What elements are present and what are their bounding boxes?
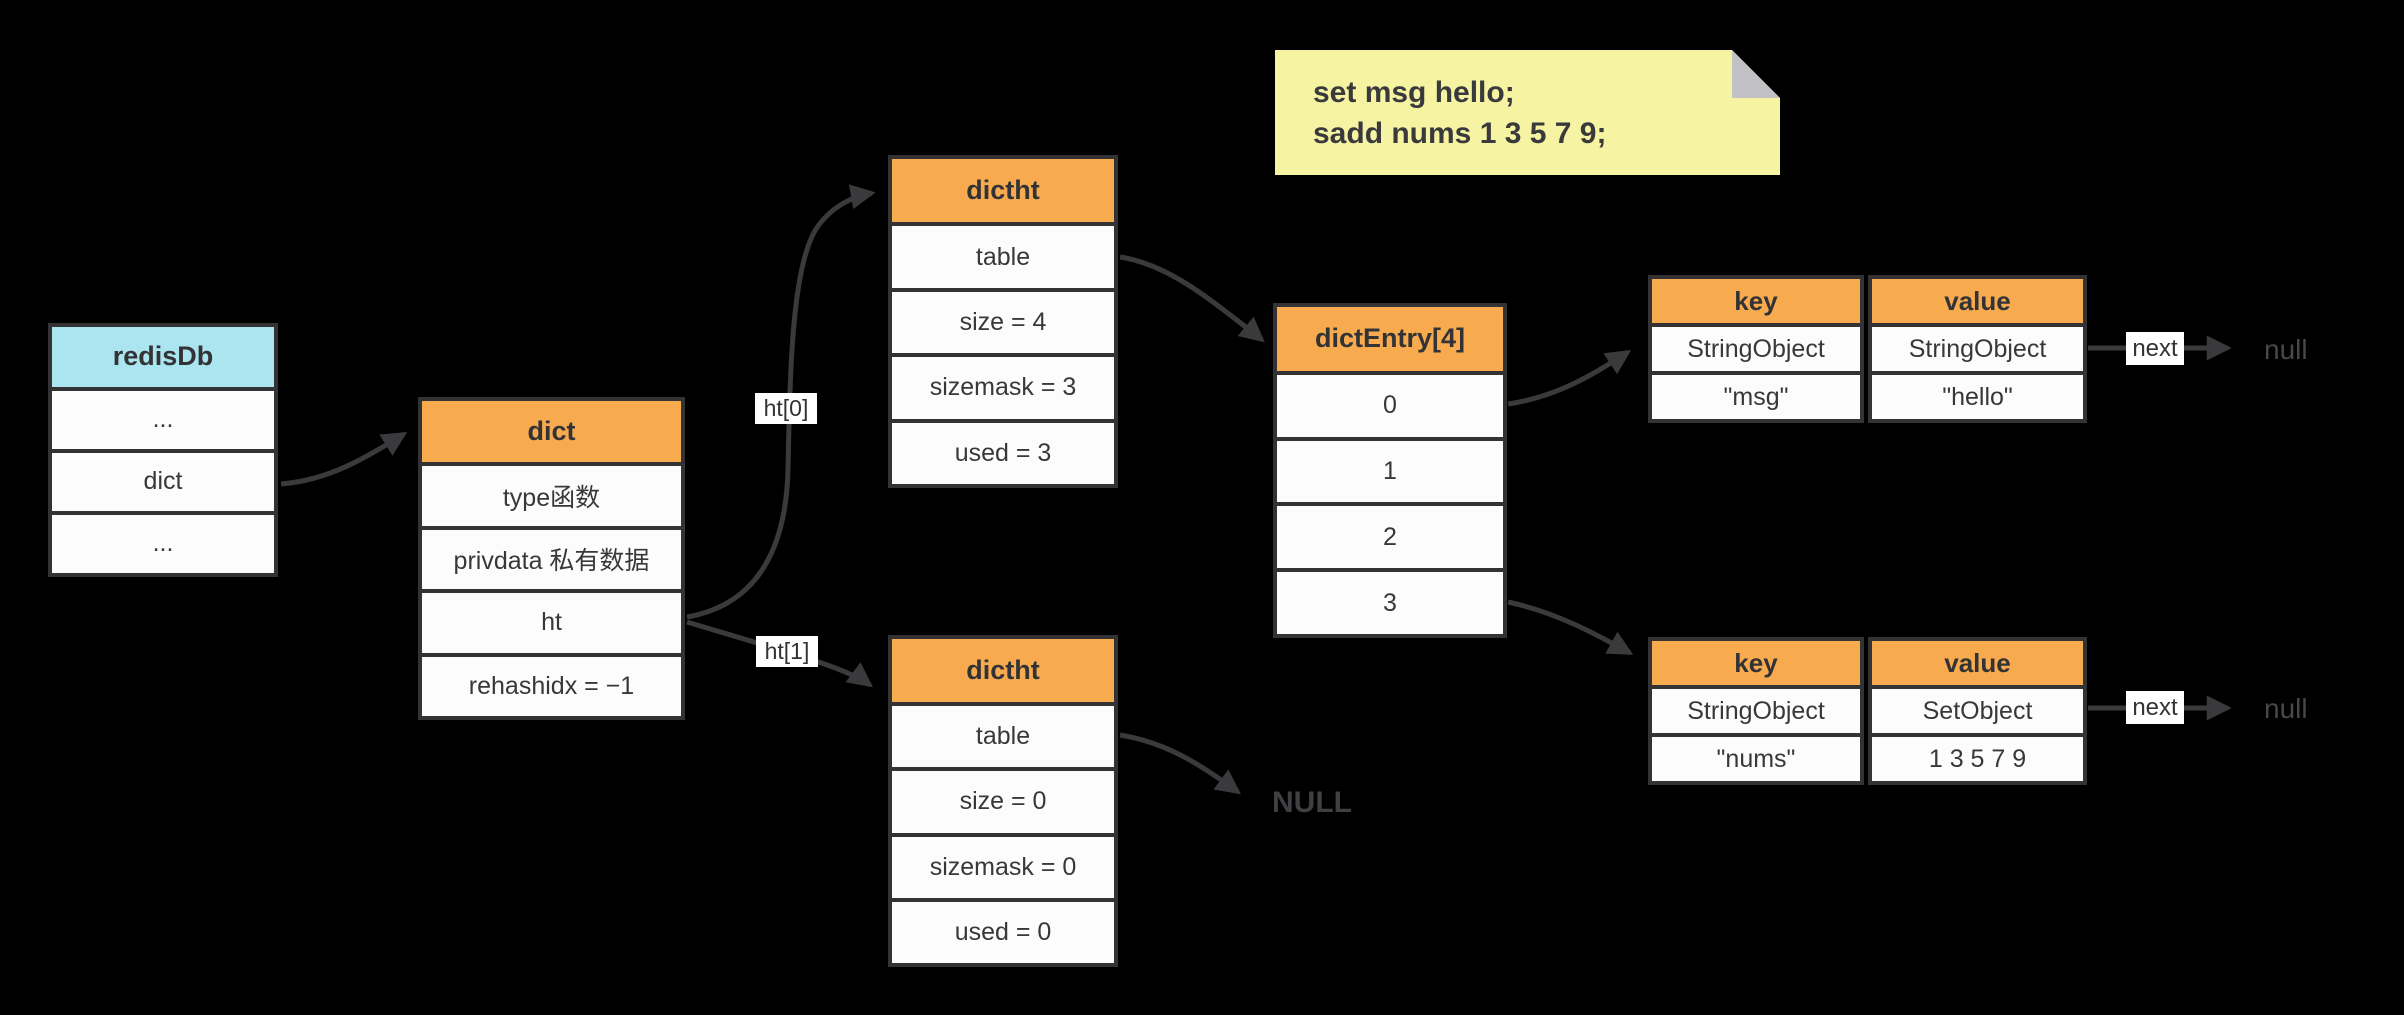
next-pointer-label: next (2126, 691, 2184, 724)
sticky-note-line: set msg hello; (1313, 75, 1515, 109)
table-row: sizemask = 0 (892, 832, 1114, 898)
table-cell: StringObject (1652, 323, 1860, 371)
table-cell: "msg" (1652, 371, 1860, 419)
table-row: used = 3 (892, 418, 1114, 485)
kv-header-value: value (1872, 279, 2083, 323)
kv-nums-key-column: key StringObject "nums" (1648, 637, 1864, 785)
arrow-entry3-to-kv-nums (1507, 599, 1634, 656)
next-pointer-label: next (2126, 332, 2184, 365)
table-row: dict (52, 448, 274, 511)
dictht1-table: dictht table size = 0 sizemask = 0 used … (888, 635, 1118, 967)
table-row: 3 (1277, 568, 1503, 634)
table-row: privdata 私有数据 (422, 525, 681, 590)
kv-msg-key-column: key StringObject "msg" (1648, 275, 1864, 423)
table-cell: "hello" (1872, 371, 2083, 419)
dictht1-title: dictht (892, 639, 1114, 703)
null-text: null (2264, 334, 2308, 365)
table-row: 1 (1277, 436, 1503, 503)
arrow-redisdb-to-dict (280, 431, 408, 487)
null-text: null (2264, 693, 2308, 724)
table-row: size = 0 (892, 767, 1114, 833)
table-row: used = 0 (892, 897, 1114, 963)
dict-table: dict type函数 privdata 私有数据 ht rehashidx =… (418, 397, 685, 720)
table-row: table (892, 702, 1114, 768)
arrow-entry0-to-kv-msg (1507, 349, 1632, 407)
dictht0-table: dictht table size = 4 sizemask = 3 used … (888, 155, 1118, 488)
table-cell: SetObject (1872, 685, 2083, 733)
table-row: ht (422, 589, 681, 653)
dictentry-title: dictEntry[4] (1277, 307, 1503, 371)
ht1-label: ht[1] (756, 636, 818, 667)
table-row: 0 (1277, 370, 1503, 437)
table-row: type函数 (422, 462, 681, 526)
dictentry-table: dictEntry[4] 0 1 2 3 (1273, 303, 1507, 638)
table-cell: 1 3 5 7 9 (1872, 733, 2083, 781)
table-cell: "nums" (1652, 733, 1860, 781)
arrow-table-to-null (1119, 732, 1242, 795)
null-table-text: NULL (1272, 786, 1352, 819)
table-row: ... (52, 386, 274, 449)
arrow-table-to-dictentry (1119, 254, 1265, 343)
sticky-note-line: sadd nums 1 3 5 7 9; (1313, 116, 1607, 150)
table-cell: StringObject (1872, 323, 2083, 371)
table-row: ... (52, 510, 274, 573)
table-row: table (892, 222, 1114, 288)
dict-title: dict (422, 401, 681, 463)
kv-nums-value-column: value SetObject 1 3 5 7 9 (1868, 637, 2087, 785)
redisdb-title: redisDb (52, 327, 274, 387)
arrow-ht0-to-dictht-top (686, 184, 876, 620)
table-row: sizemask = 3 (892, 353, 1114, 419)
table-row: size = 4 (892, 287, 1114, 354)
sticky-note: set msg hello; sadd nums 1 3 5 7 9; (1275, 50, 1780, 175)
kv-header-key: key (1652, 641, 1860, 685)
table-row: rehashidx = −1 (422, 652, 681, 716)
kv-header-value: value (1872, 641, 2083, 685)
kv-header-key: key (1652, 279, 1860, 323)
dictht0-title: dictht (892, 159, 1114, 223)
redisdb-table: redisDb ... dict ... (48, 323, 278, 577)
ht0-label: ht[0] (755, 393, 817, 424)
table-row: 2 (1277, 502, 1503, 569)
table-cell: StringObject (1652, 685, 1860, 733)
kv-msg-value-column: value StringObject "hello" (1868, 275, 2087, 423)
